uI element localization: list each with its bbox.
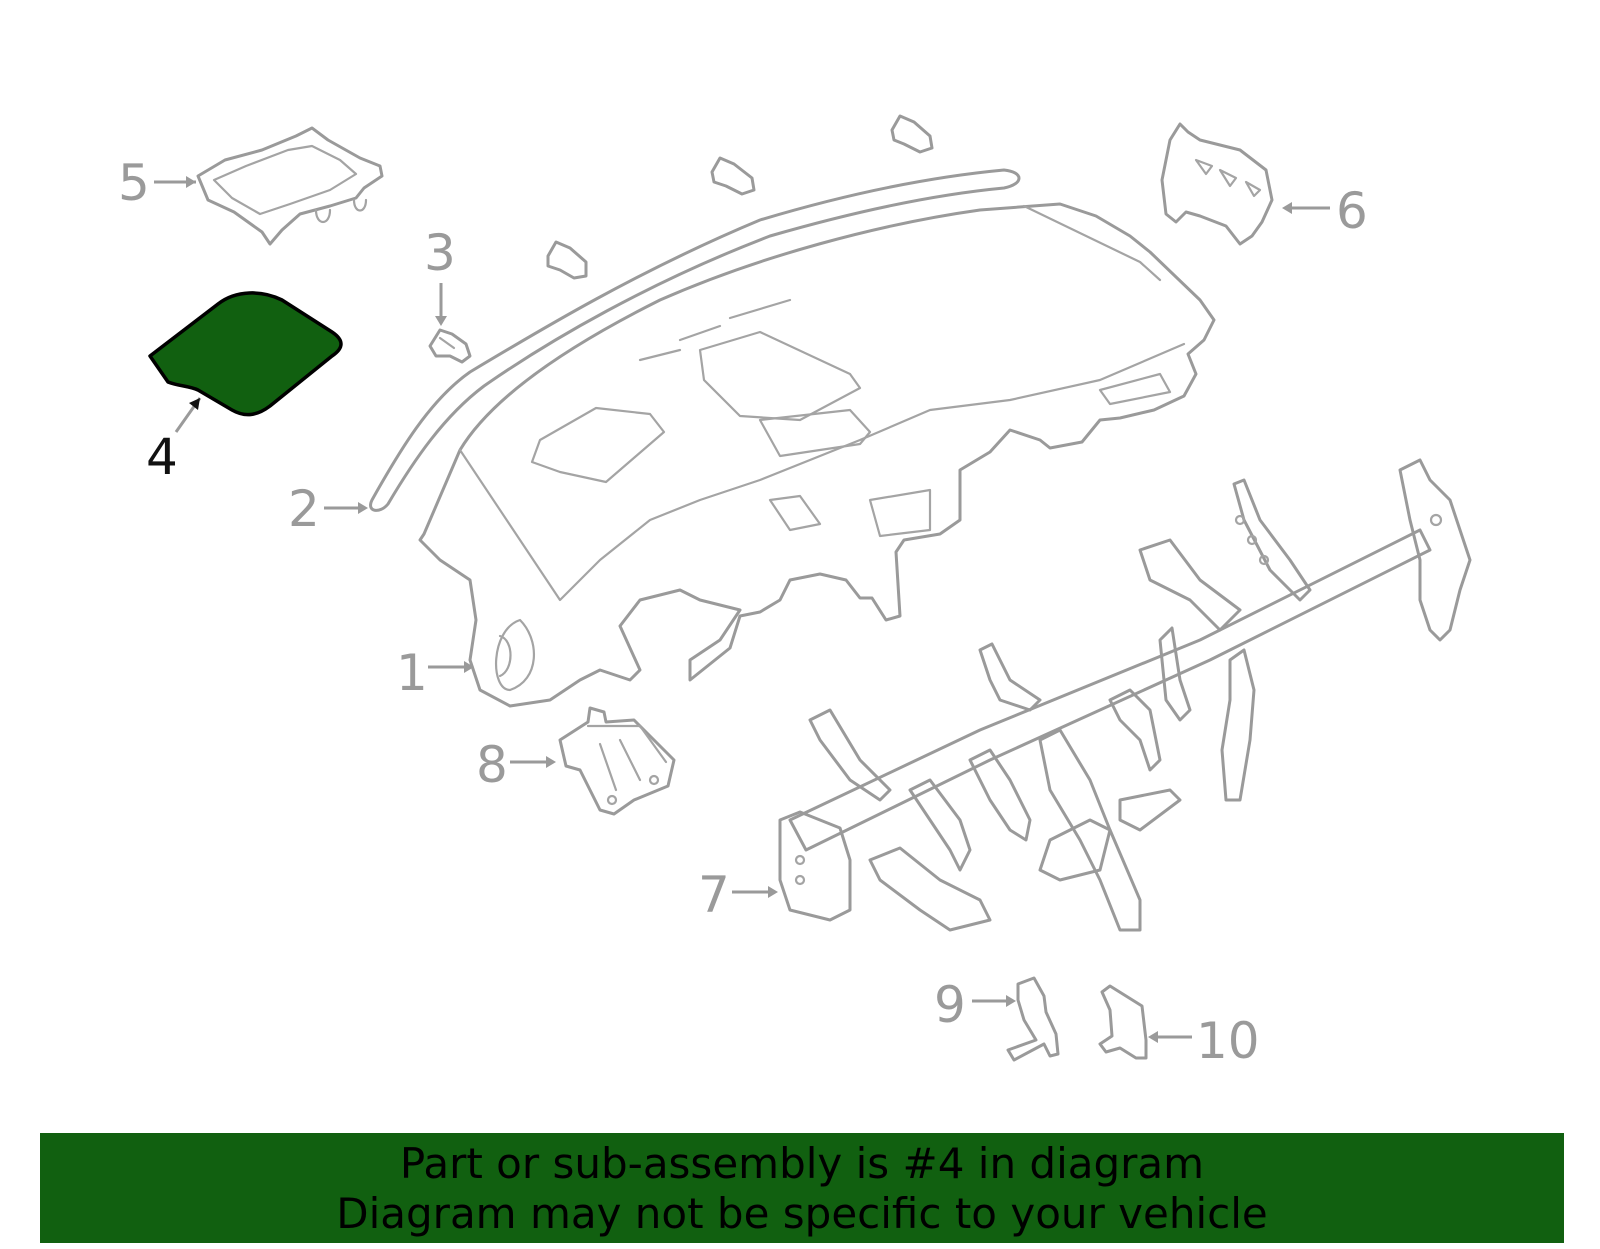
part-5-bracket[interactable]	[196, 126, 384, 246]
callout-4[interactable]: 4	[146, 428, 178, 486]
banner-line-1: Part or sub-assembly is #4 in diagram	[399, 1139, 1205, 1188]
clip-small-1	[546, 240, 588, 280]
callout-1[interactable]: 1	[396, 644, 428, 702]
callout-arrows	[154, 176, 1330, 1043]
part-1-instrument-panel[interactable]	[418, 202, 1216, 708]
callout-2[interactable]: 2	[288, 480, 320, 538]
callout-7[interactable]: 7	[698, 866, 730, 924]
part-8-bracket[interactable]	[558, 706, 676, 816]
callout-3[interactable]: 3	[424, 224, 456, 282]
part-9-bracket[interactable]	[1006, 976, 1060, 1062]
part-10-bracket[interactable]	[1098, 984, 1148, 1060]
callout-8[interactable]: 8	[476, 736, 508, 794]
banner-line-2: Diagram may not be specific to your vehi…	[336, 1189, 1268, 1238]
part-3-clip[interactable]	[428, 328, 472, 364]
callout-5[interactable]: 5	[118, 154, 150, 212]
info-banner: Part or sub-assembly is #4 in diagram Di…	[40, 1133, 1564, 1243]
callout-10[interactable]: 10	[1196, 1012, 1260, 1070]
callout-9[interactable]: 9	[934, 976, 966, 1034]
part-7-cross-beam[interactable]	[778, 458, 1472, 932]
part-4-pad[interactable]	[148, 291, 343, 417]
part-2-strip[interactable]	[369, 168, 1021, 512]
part-6-bracket[interactable]	[1160, 122, 1274, 246]
parts-diagram: 5 4 3 2 1 6 8 7 9 10	[118, 114, 1472, 1070]
clip-small-3	[890, 114, 934, 154]
callout-6[interactable]: 6	[1336, 182, 1368, 240]
clip-small-2	[710, 156, 756, 196]
